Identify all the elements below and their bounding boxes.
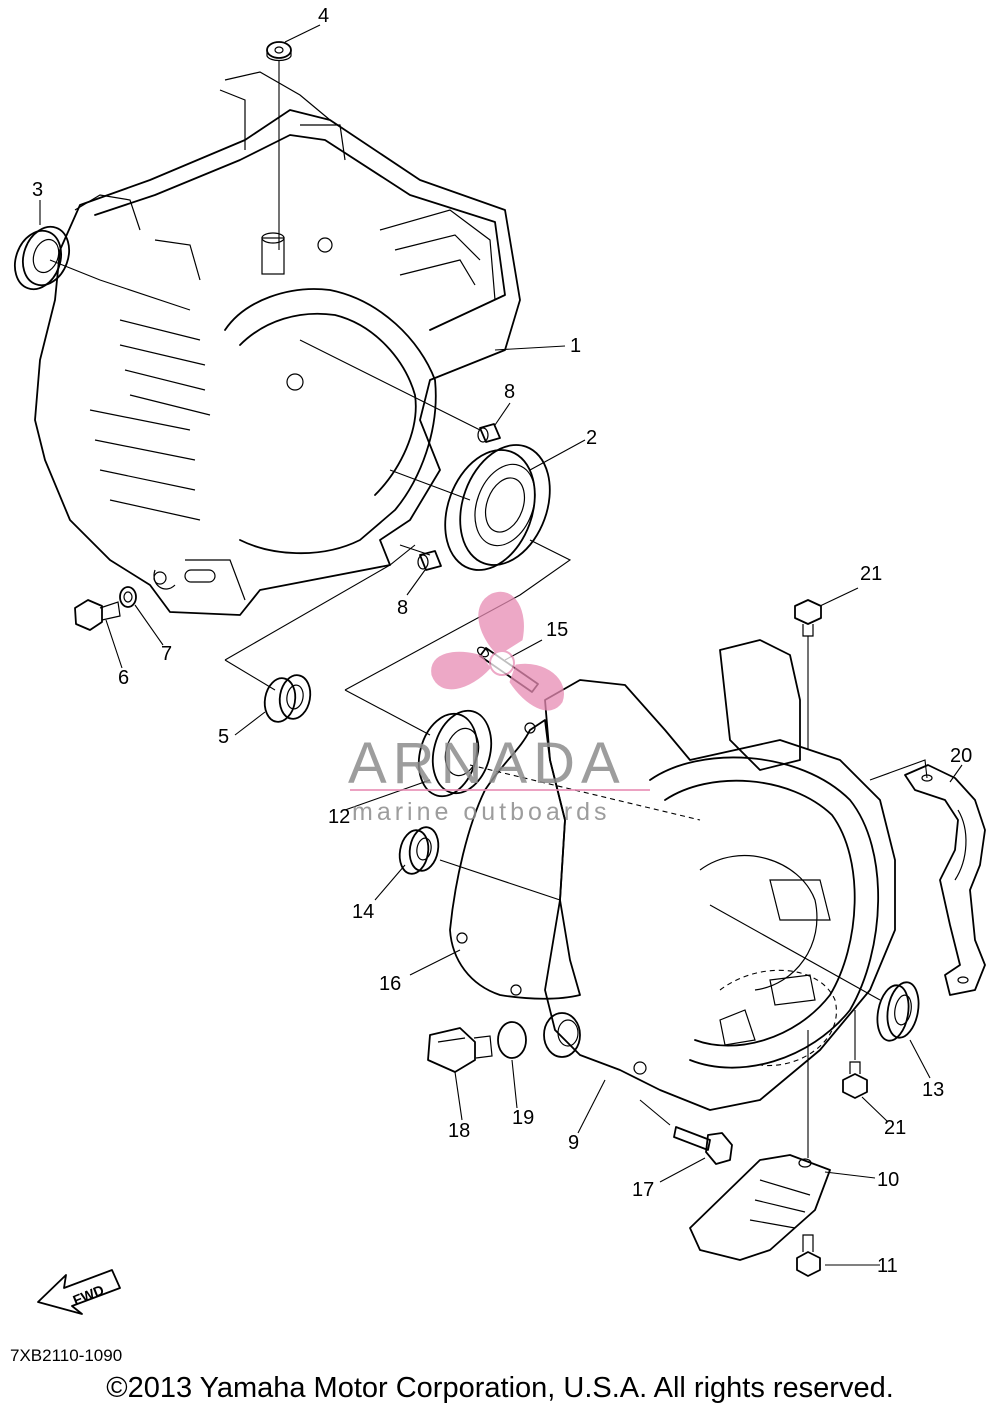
callout-10: 10 [877, 1169, 899, 1191]
diagram-code: 7XB2110-1090 [10, 1346, 123, 1365]
oil-seal-part-14 [398, 826, 440, 875]
callout-13: 13 [922, 1079, 944, 1101]
callout-9: 9 [568, 1132, 579, 1154]
oil-seal-part-13 [876, 981, 920, 1042]
callout-20: 20 [950, 745, 972, 767]
gasket-part-7 [119, 586, 137, 608]
callout-7: 7 [161, 643, 172, 665]
watermark: ARNADA marine outboards [348, 591, 650, 826]
callout-2: 2 [586, 427, 597, 449]
bolt-part-11 [796, 1234, 821, 1277]
callout-17: 17 [632, 1179, 654, 1201]
fwd-arrow-icon: FWD [37, 1269, 121, 1315]
callout-21-top: 21 [860, 563, 882, 585]
dowel-pin-part-8-lower [417, 550, 442, 571]
callout-6: 6 [118, 667, 129, 689]
callout-12: 12 [328, 806, 350, 828]
bolt-part-21-top [794, 599, 822, 637]
callout-1: 1 [570, 335, 581, 357]
copyright-notice: ©2013 Yamaha Motor Corporation, U.S.A. A… [106, 1372, 894, 1404]
crankcase-part-1 [34, 71, 521, 616]
dowel-pin-part-8-upper [477, 423, 501, 443]
callout-11: 11 [877, 1255, 898, 1277]
bolt-part-6 [74, 599, 121, 631]
oil-seal-part-3 [14, 225, 70, 291]
callout-18: 18 [448, 1120, 470, 1142]
callout-8-lower: 8 [397, 597, 408, 619]
watermark-brand: ARNADA [348, 731, 626, 796]
callout-numbers: 4 3 1 8 2 8 21 15 7 6 5 20 12 14 16 13 1… [32, 5, 972, 1277]
bolt-part-17 [673, 1126, 733, 1165]
bracket-part-20 [904, 764, 986, 996]
assembly-lines [49, 60, 928, 1158]
callout-leaders [39, 24, 963, 1266]
propeller-logo-icon [431, 591, 564, 711]
bearing-part-5 [263, 674, 312, 723]
fwd-label: FWD [71, 1282, 107, 1309]
callout-19: 19 [512, 1107, 534, 1129]
o-ring-part-19 [497, 1021, 527, 1059]
plug-part-18 [427, 1027, 493, 1073]
bracket-part-10 [689, 1154, 831, 1261]
callout-4: 4 [318, 5, 329, 27]
watermark-tagline: marine outboards [352, 798, 611, 826]
bolt-part-21-bottom [842, 1061, 868, 1099]
bearing-part-2 [444, 444, 551, 571]
washer-part-4 [266, 41, 292, 62]
callout-21-bottom: 21 [884, 1117, 906, 1139]
callout-16: 16 [379, 973, 401, 995]
callout-14: 14 [352, 901, 374, 923]
crankcase-cover-part-9 [543, 639, 896, 1111]
callout-8-upper: 8 [504, 381, 515, 403]
callout-3: 3 [32, 179, 43, 201]
callout-5: 5 [218, 726, 229, 748]
gasket-part-16 [449, 719, 581, 1000]
bearing-part-12 [417, 709, 493, 798]
callout-15: 15 [546, 619, 568, 641]
